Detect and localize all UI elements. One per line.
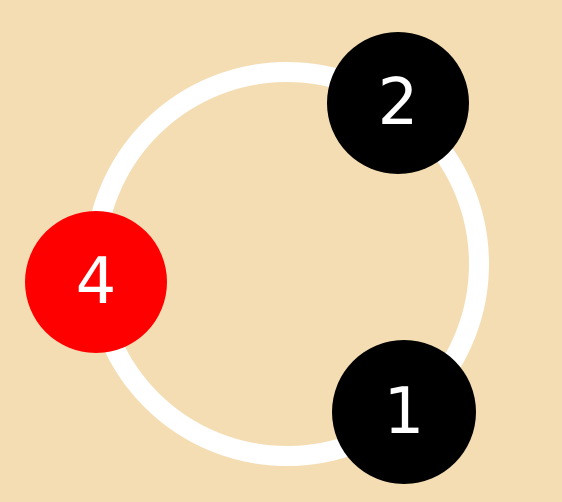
node-4[interactable]: 4 xyxy=(25,211,167,353)
node-1[interactable]: 1 xyxy=(332,340,476,484)
node-2-label: 2 xyxy=(377,66,419,140)
node-1-label: 1 xyxy=(383,375,425,449)
node-2[interactable]: 2 xyxy=(327,32,469,174)
node-4-label: 4 xyxy=(75,245,117,319)
